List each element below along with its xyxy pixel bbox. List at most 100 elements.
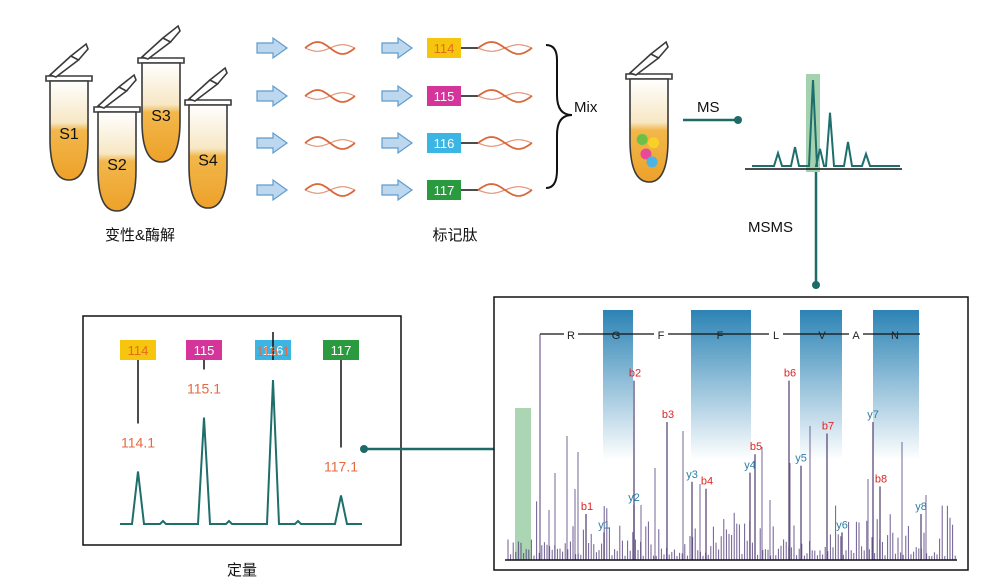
residue-highlight-band — [691, 310, 751, 460]
reporter-mass-label: 115.1 — [187, 381, 221, 397]
b-ion-label: b7 — [822, 421, 834, 433]
labeled-peptide-caption: 标记肽 — [432, 227, 477, 244]
sequence-residue-bg — [849, 326, 863, 342]
tube-rim — [93, 106, 141, 113]
y-ion-label: y6 — [836, 519, 848, 531]
tag-badge-116 — [427, 133, 461, 153]
peptide-116-labeled-strand — [477, 139, 533, 147]
arrow-116-b — [381, 131, 414, 155]
sample-tube-s4: S4 — [184, 66, 232, 209]
quant-tag-label: 114 — [128, 343, 149, 358]
reporter-region-highlight — [515, 408, 531, 560]
tube-lid-tab — [118, 73, 137, 92]
sequence-residue: N — [891, 330, 899, 342]
y-ion-label: y5 — [795, 453, 807, 465]
mixed-tube-body — [625, 40, 673, 183]
arrow-117-b — [381, 178, 414, 202]
b-ion-label: b6 — [784, 368, 796, 380]
ms-label: MS — [697, 99, 720, 116]
ms-trace — [752, 79, 900, 167]
y-ion-label: y8 — [915, 501, 927, 513]
tag-badge-label: 115 — [434, 89, 455, 104]
peptide-114-labeled-strand — [477, 44, 533, 52]
sample-tube-s3: S3 — [137, 24, 185, 163]
reporter-mass-label: 117.1 — [324, 459, 358, 475]
residue-highlight-band — [603, 310, 633, 460]
quant-tag-114 — [120, 340, 156, 360]
b-ion-label: b4 — [701, 476, 713, 488]
quant-caption: 定量 — [227, 562, 257, 579]
peptide-115-unlabeled-strand — [304, 92, 356, 100]
tube-lid-tab — [162, 24, 181, 43]
tube-label: S2 — [107, 157, 127, 174]
sequence-residue-bg — [654, 326, 668, 342]
tag-badge-label: 116 — [434, 136, 455, 151]
tube-lid-tab — [650, 40, 669, 59]
quant-tag-label: 115 — [194, 343, 215, 358]
reporter-ion-trace — [120, 379, 362, 525]
arrow-115-a — [256, 84, 289, 108]
tag-badge-label: 114 — [434, 41, 455, 56]
b-ion-label: b1 — [581, 501, 593, 513]
peptide-117-labeled-strand — [477, 186, 533, 194]
y-ion-label: y2 — [628, 492, 640, 504]
sequence-residue-bg — [564, 326, 578, 342]
y-ion-label: y3 — [686, 469, 698, 481]
mix-label: Mix — [574, 99, 598, 116]
peptide-116-unlabeled-strand — [304, 139, 356, 147]
mixed-label-ball — [648, 137, 660, 149]
reporter-mass-label: 116.1 — [256, 343, 290, 359]
tube-lid-tab — [70, 42, 89, 61]
tube-body — [188, 104, 228, 209]
mixed-sample-tube — [625, 40, 673, 183]
arrow-114-a — [256, 36, 289, 60]
tube-lid — [140, 37, 172, 60]
reporter-mass-label: 114.1 — [121, 435, 155, 451]
quant-tag-label: 117 — [331, 343, 352, 358]
sequence-residue-bg — [769, 326, 783, 342]
tube-lid-tab — [209, 66, 228, 85]
ms-connector-dot — [734, 116, 742, 124]
b-ion-label: b8 — [875, 473, 887, 485]
arrow-116-a — [256, 131, 289, 155]
ms-spectrum — [745, 74, 902, 172]
tube-body — [97, 111, 137, 212]
y-ion-label: y7 — [867, 409, 879, 421]
residue-highlight-band — [873, 310, 919, 460]
sequence-residue: V — [818, 330, 826, 342]
y-ion-label: y4 — [744, 460, 756, 472]
peptide-114-unlabeled-strand — [304, 44, 356, 52]
mixed-label-ball — [636, 133, 648, 145]
tube-label: S3 — [151, 108, 171, 125]
tube-lid — [628, 53, 660, 76]
mixed-label-ball — [646, 156, 658, 168]
arrow-117-a — [256, 178, 289, 202]
sample-tube-s1: S1 — [45, 42, 93, 181]
tube-rim — [45, 75, 93, 82]
tube-label: S1 — [59, 126, 79, 143]
residue-highlight-band — [800, 310, 842, 460]
tubes-caption: 变性&酶解 — [105, 227, 175, 244]
sample-tube-s2: S2 — [93, 73, 141, 212]
b-ion-label: b2 — [629, 368, 641, 380]
b-ion-label: b3 — [662, 409, 674, 421]
quant-connector-dot — [360, 445, 368, 453]
arrow-115-b — [381, 84, 414, 108]
sequence-residue: R — [567, 330, 575, 342]
tube-lid — [96, 86, 128, 109]
y-ion-label: y1 — [598, 519, 610, 531]
tube-lid — [48, 55, 80, 78]
peptide-117-unlabeled-strand — [304, 186, 356, 194]
sequence-residue: F — [717, 330, 724, 342]
tube-lid — [187, 79, 219, 102]
quant-tag-117 — [323, 340, 359, 360]
msms-label: MSMS — [748, 219, 793, 236]
tube-body — [629, 78, 669, 183]
peptide-115-labeled-strand — [477, 92, 533, 100]
tube-rim — [184, 99, 232, 106]
b-ion-label: b5 — [750, 441, 762, 453]
arrow-114-b — [381, 36, 414, 60]
